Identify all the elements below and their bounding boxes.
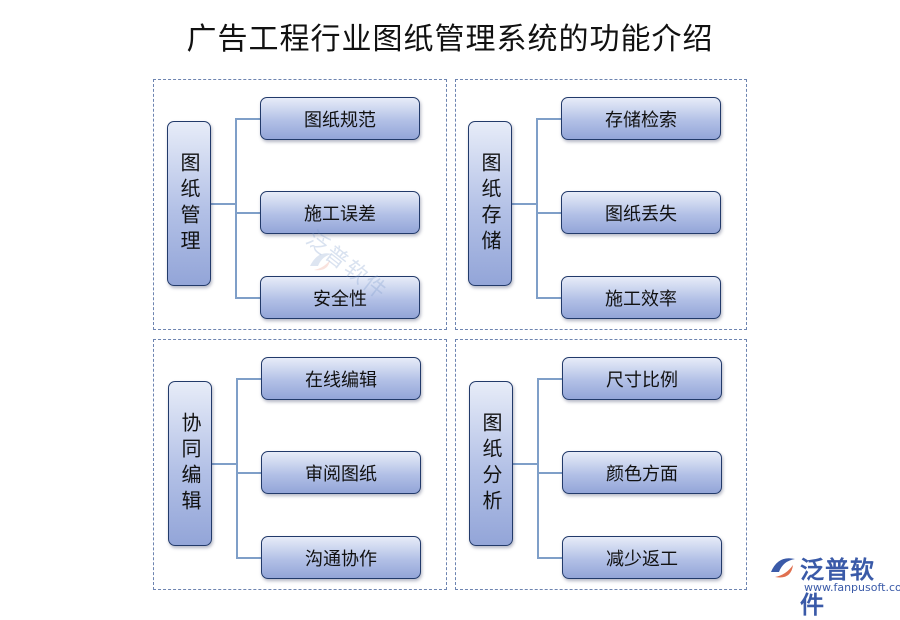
- connector: [236, 378, 238, 558]
- brand-logo: 泛普软件 www.fanpusoft.com: [768, 548, 900, 619]
- item-box-drawing-standards: 图纸规范: [260, 97, 420, 140]
- connector: [236, 472, 262, 474]
- category-box-drawing-storage: 图纸存储: [468, 121, 512, 286]
- item-box-color-aspect: 颜色方面: [562, 451, 722, 494]
- connector: [236, 378, 262, 380]
- item-box-online-editing: 在线编辑: [261, 357, 421, 400]
- connector: [536, 297, 562, 299]
- connector: [536, 118, 538, 298]
- connector: [537, 557, 563, 559]
- fanpu-logo-icon: [771, 558, 795, 578]
- item-box-reduce-rework: 减少返工: [562, 536, 722, 579]
- item-box-construction-efficiency: 施工效率: [561, 276, 721, 319]
- brand-url: www.fanpusoft.com: [804, 581, 900, 594]
- category-box-collaborative-editing: 协同编辑: [168, 381, 212, 546]
- section-frame-drawing-storage: [455, 79, 747, 330]
- connector: [235, 118, 237, 298]
- connector: [536, 118, 562, 120]
- connector: [211, 203, 236, 205]
- item-box-review-drawings: 审阅图纸: [261, 451, 421, 494]
- connector: [537, 472, 563, 474]
- item-box-safety: 安全性: [260, 276, 420, 319]
- connector: [511, 203, 537, 205]
- category-box-drawing-management: 图纸管理: [167, 121, 211, 286]
- item-box-communication-collaboration: 沟通协作: [261, 536, 421, 579]
- connector: [235, 297, 261, 299]
- category-box-drawing-analysis: 图纸分析: [469, 381, 513, 546]
- connector: [512, 463, 538, 465]
- item-box-drawing-loss: 图纸丢失: [561, 191, 721, 234]
- item-box-size-ratio: 尺寸比例: [562, 357, 722, 400]
- connector: [236, 557, 262, 559]
- connector: [235, 212, 261, 214]
- connector: [211, 463, 237, 465]
- section-frame-collaborative-editing: [153, 339, 447, 590]
- item-box-construction-error: 施工误差: [260, 191, 420, 234]
- section-frame-drawing-analysis: [455, 339, 747, 590]
- connector: [537, 378, 539, 558]
- connector: [235, 118, 261, 120]
- item-box-storage-retrieval: 存储检索: [561, 97, 721, 140]
- page-title: 广告工程行业图纸管理系统的功能介绍: [186, 22, 714, 57]
- section-frame-drawing-management: [153, 79, 447, 330]
- connector: [536, 212, 562, 214]
- watermark-logo-icon: [310, 253, 332, 271]
- connector: [537, 378, 563, 380]
